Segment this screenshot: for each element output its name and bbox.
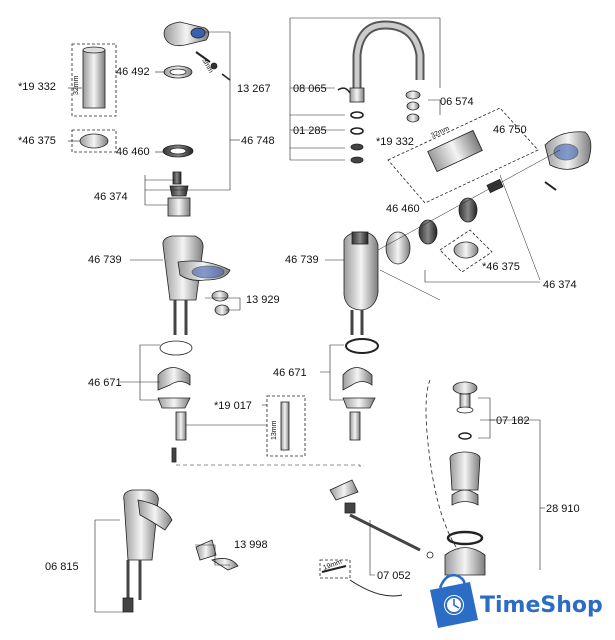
label-46375-left: *46 375 <box>18 135 56 147</box>
label-13267: 13 267 <box>237 83 271 95</box>
label-46748: 46 748 <box>241 135 275 147</box>
dim-32mm-left: 32mm <box>73 75 80 95</box>
left-basin-mixer-assembly <box>71 21 306 613</box>
label-07182: 07 182 <box>496 415 530 427</box>
label-46460-left: 46 460 <box>116 146 150 158</box>
label-46492: 46 492 <box>116 66 150 78</box>
label-46375-right: *46 375 <box>482 261 520 273</box>
brand-name: TimeShop <box>480 593 603 618</box>
label-13998: 13 998 <box>234 539 268 551</box>
dim-13mm: 13mm <box>271 420 278 440</box>
label-46671-mid: 46 671 <box>273 367 307 379</box>
dim-3mm: 3mm <box>200 58 214 75</box>
label-46739-left: 46 739 <box>88 254 122 266</box>
label-08065: 08 065 <box>293 83 327 95</box>
label-06574: 06 574 <box>440 96 474 108</box>
label-19332-left: *19 332 <box>18 81 56 93</box>
label-13929: 13 929 <box>246 294 280 306</box>
label-46739-mid: 46 739 <box>285 254 319 266</box>
label-46374-left: 46 374 <box>94 191 128 203</box>
middle-spout-assembly <box>319 20 592 597</box>
label-46374-right: 46 374 <box>543 279 577 291</box>
shopping-bag-clock-icon <box>430 574 478 628</box>
label-06815: 06 815 <box>45 561 79 573</box>
leader-lines <box>68 17 545 613</box>
label-46671-left: 46 671 <box>88 377 122 389</box>
part-number-labels: *19 332 46 492 *46 375 46 460 46 748 46 … <box>18 66 580 582</box>
label-07052: 07 052 <box>377 570 411 582</box>
label-19332-mid: *19 332 <box>376 136 414 148</box>
timeshop-logo: TimeShop <box>430 574 603 628</box>
label-28910: 28 910 <box>546 503 580 515</box>
right-drain-assembly <box>425 379 486 576</box>
label-01285: 01 285 <box>293 125 327 137</box>
label-46460-right: 46 460 <box>386 203 420 215</box>
label-46750: 46 750 <box>493 124 527 136</box>
label-19017: *19 017 <box>214 400 252 412</box>
